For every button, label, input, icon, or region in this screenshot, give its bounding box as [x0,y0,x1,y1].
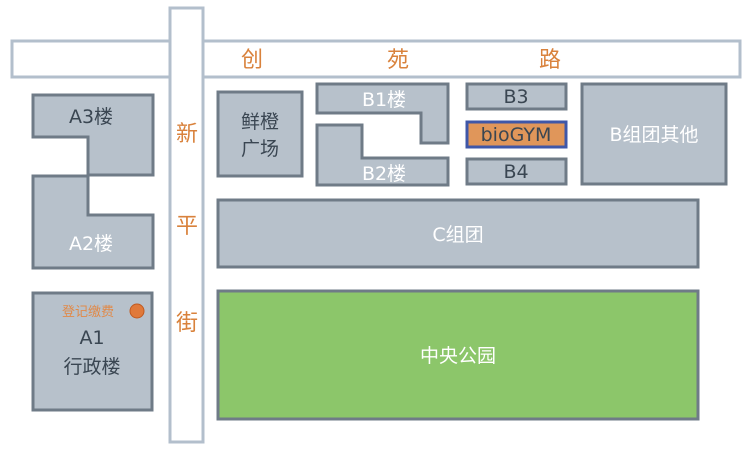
building-label: B3 [503,86,528,108]
building-label: 鲜橙 [241,111,279,133]
building-label: bioGYM [481,124,552,146]
building-square[interactable]: 鲜橙 广场 [216,90,304,178]
building-b4[interactable]: B4 [465,157,568,186]
registration-marker-icon [129,303,145,319]
building-label: B1楼 [362,89,406,111]
building-a2[interactable]: A2楼 [31,174,155,270]
road-label: 路 [539,48,561,73]
building-label: A1 [79,327,104,349]
building-b-other[interactable]: B组团其他 [580,82,728,186]
xinping-street: 新 平 街 [168,6,205,444]
building-label: B组团其他 [609,124,698,146]
building-label: A2楼 [69,233,113,255]
building-b3[interactable]: B3 [465,82,568,111]
building-label: A3楼 [69,106,113,128]
road-label: 创 [241,48,263,73]
building-label: 行政楼 [63,356,120,378]
building-b1[interactable]: B1楼 [315,82,450,145]
building-label: 广场 [241,138,279,160]
central-park[interactable]: 中央公园 [216,289,700,421]
road-label: 新 [176,122,198,147]
building-a1[interactable]: 登记缴费 A1 行政楼 [31,291,154,412]
building-biogym[interactable]: bioGYM [465,120,568,149]
building-c[interactable]: C组团 [216,198,700,269]
road-label: 街 [176,311,198,336]
road-label: 平 [176,214,198,239]
building-b2[interactable]: B2楼 [315,123,450,187]
park-label: 中央公园 [420,345,496,367]
building-label: B4 [503,161,528,183]
chuangyuan-road: 创 苑 路 [10,39,742,79]
road-label: 苑 [387,48,409,73]
building-label: B2楼 [362,163,406,185]
building-label: C组团 [432,224,483,246]
registration-label: 登记缴费 [62,305,114,320]
building-a3[interactable]: A3楼 [31,93,155,177]
